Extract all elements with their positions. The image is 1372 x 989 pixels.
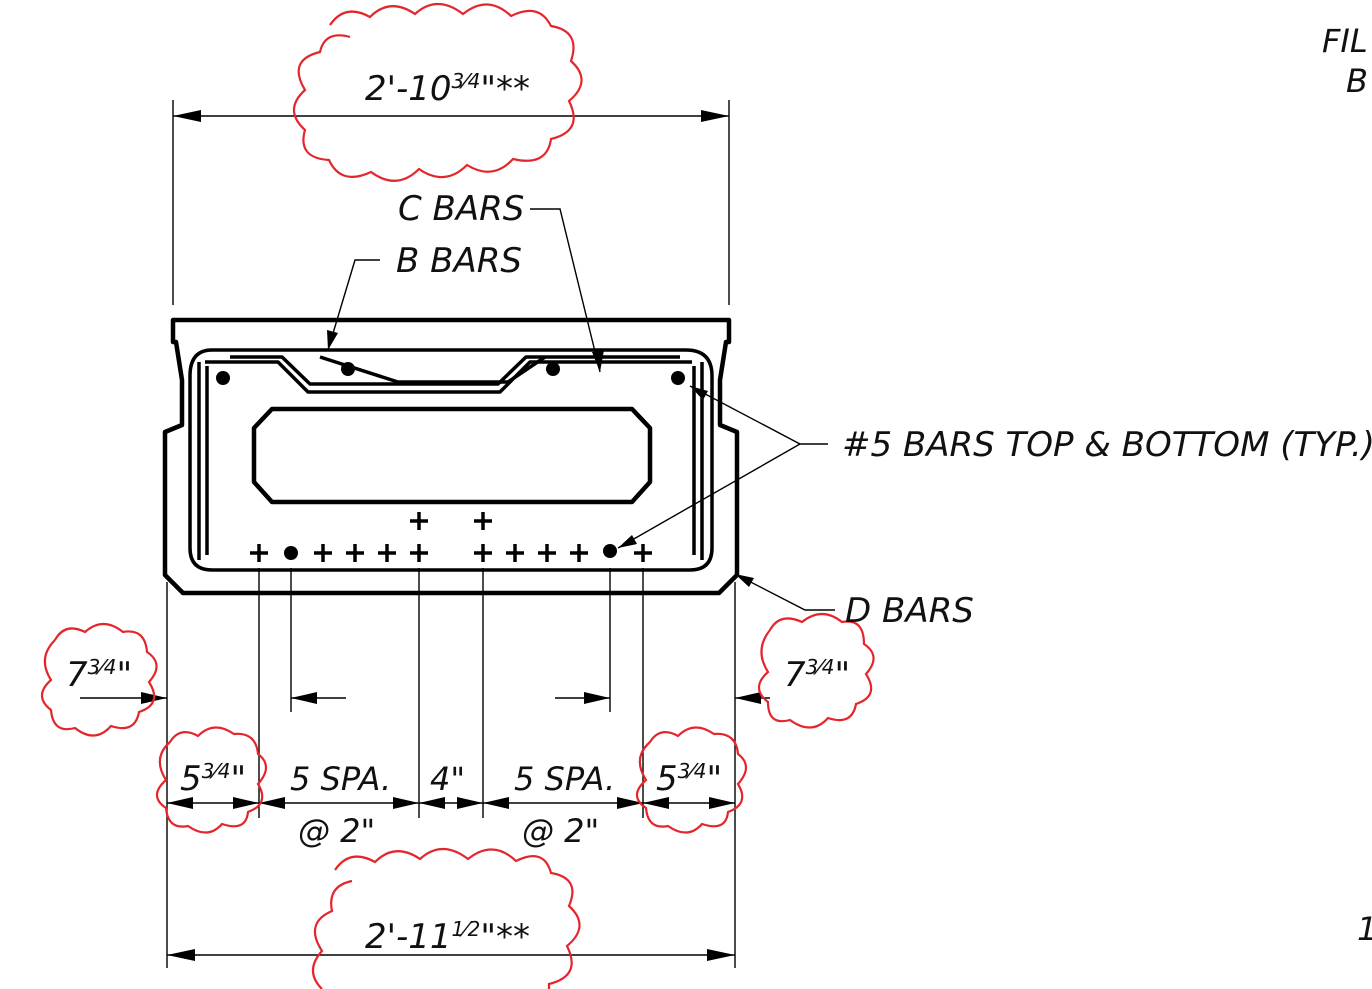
top-width-dimension: [172, 100, 730, 305]
c-bars: [230, 355, 680, 386]
left-spacing-label: 5 SPA.: [290, 760, 391, 798]
d-bars-label: D BARS: [845, 591, 974, 631]
strand-spacing-dimension: [167, 797, 735, 809]
revision-cloud-right-edge: [757, 612, 875, 729]
left-spacing-at-label: @ 2": [298, 812, 375, 850]
margin-text-top-1: FIL: [1322, 22, 1368, 60]
right-end-label: 53⁄4": [656, 759, 722, 799]
bottom-bars: [250, 512, 652, 562]
right-spacing-at-label: @ 2": [522, 812, 599, 850]
center-gap-label: 4": [430, 760, 465, 798]
revision-cloud-bottom: [311, 847, 581, 989]
leaders: [327, 208, 835, 611]
revision-cloud-top: [292, 2, 583, 182]
beam-outline: [162, 317, 740, 596]
no5-bars-label: #5 BARS TOP & BOTTOM (TYP.): [842, 425, 1372, 465]
left-edge-label: 73⁄4": [66, 655, 132, 695]
bottom-extension-lines: [166, 568, 736, 968]
b-bars-label: B BARS: [396, 241, 522, 281]
bottom-width-label: 2'-111⁄2"**: [365, 917, 530, 957]
c-bars-label: C BARS: [398, 189, 524, 229]
right-spacing-label: 5 SPA.: [514, 760, 615, 798]
left-end-label: 53⁄4": [180, 759, 246, 799]
prestress-strands: [250, 512, 652, 562]
top-width-label: 2'-103⁄4"**: [365, 69, 530, 109]
revision-cloud-left-edge: [40, 622, 158, 737]
revision-cloud-right-end: [635, 726, 748, 834]
revision-cloud-left-end: [155, 726, 268, 834]
right-edge-label: 73⁄4": [784, 655, 850, 695]
edge-distance-dimensions: [80, 692, 770, 704]
top-bars: [216, 362, 685, 385]
bottom-width-dimension: [167, 949, 735, 961]
b-bars: [205, 360, 692, 394]
margin-text-bottom: 1: [1357, 910, 1372, 948]
margin-text-top-2: B: [1346, 62, 1368, 100]
